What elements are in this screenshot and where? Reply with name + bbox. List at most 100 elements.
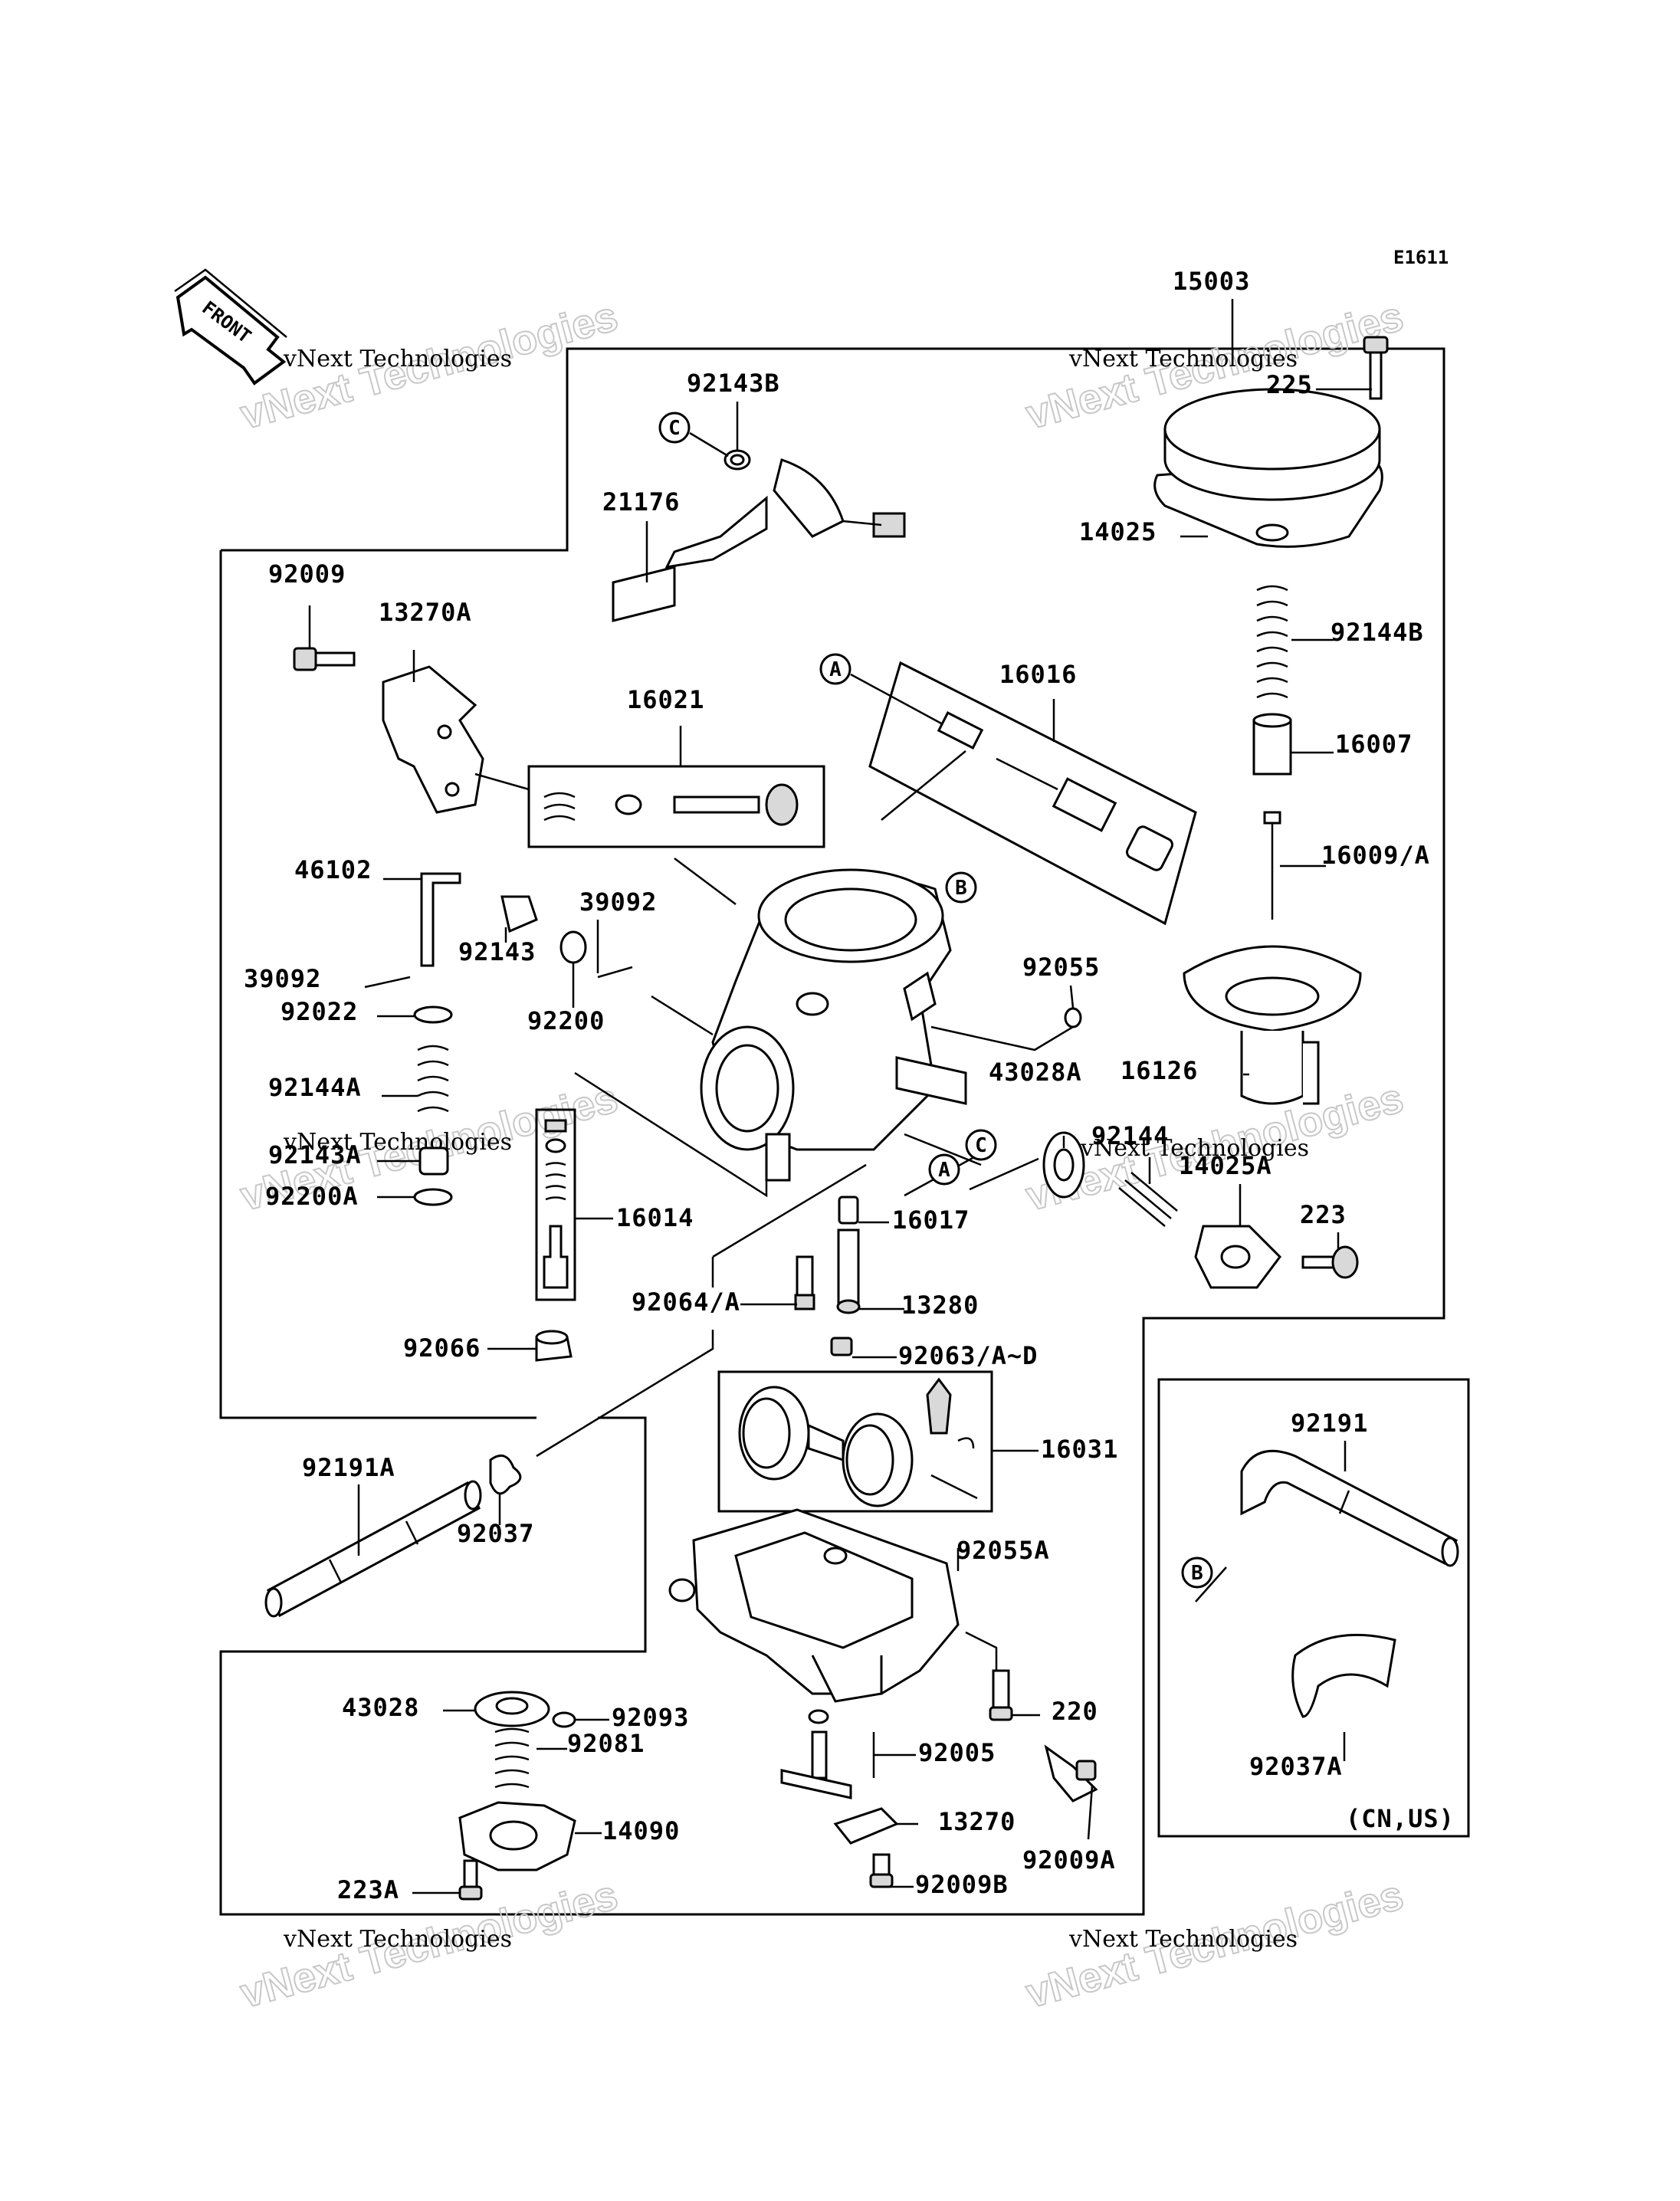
label-223: 223 bbox=[1300, 1200, 1347, 1229]
label-43028a: 43028A bbox=[989, 1058, 1082, 1087]
ref-a-top: A bbox=[819, 653, 943, 726]
label-225: 225 bbox=[1266, 370, 1313, 399]
part-46102-lever bbox=[420, 872, 461, 967]
watermark-top-left: vNext Technologies vNext Technologies bbox=[235, 293, 623, 439]
part-float-bowl bbox=[668, 1508, 960, 1703]
label-92037a: 92037A bbox=[1249, 1752, 1343, 1781]
label-16016: 16016 bbox=[999, 660, 1077, 689]
part-92191-hose bbox=[1240, 1449, 1459, 1567]
part-13270a-bracket bbox=[382, 665, 484, 814]
cn-us-box bbox=[1157, 1378, 1470, 1838]
region-note: (CN,US) bbox=[1346, 1804, 1455, 1833]
ref-c-carb: C bbox=[965, 1129, 997, 1161]
ref-b-box: B bbox=[1181, 1556, 1213, 1589]
part-92064a-screw bbox=[794, 1255, 815, 1310]
svg-text:vNext Technologies: vNext Technologies bbox=[1080, 1135, 1309, 1162]
label-92066: 92066 bbox=[403, 1333, 481, 1363]
label-92143: 92143 bbox=[458, 937, 536, 966]
label-92037: 92037 bbox=[457, 1519, 534, 1548]
svg-text:B: B bbox=[1191, 1562, 1203, 1585]
label-92200: 92200 bbox=[527, 1006, 605, 1035]
front-arrow-icon: FRONT bbox=[174, 268, 287, 385]
part-92081-spring bbox=[494, 1727, 530, 1789]
part-16021-assembly bbox=[527, 765, 825, 848]
part-16017-jet bbox=[838, 1196, 859, 1225]
svg-text:vNext Technologies: vNext Technologies bbox=[283, 1129, 512, 1156]
svg-text:A: A bbox=[938, 1159, 950, 1182]
label-15003: 15003 bbox=[1173, 267, 1250, 296]
label-92063ad: 92063/A~D bbox=[898, 1341, 1038, 1370]
part-92022-washer bbox=[413, 1005, 453, 1024]
label-92093: 92093 bbox=[612, 1703, 689, 1732]
part-carburetor-body bbox=[700, 868, 967, 1182]
part-220-screw bbox=[989, 1669, 1013, 1721]
label-92009: 92009 bbox=[268, 559, 346, 589]
part-92191a-hose bbox=[264, 1480, 482, 1618]
part-16016-assembly bbox=[868, 661, 1197, 926]
label-16031: 16031 bbox=[1041, 1435, 1118, 1464]
label-92005: 92005 bbox=[918, 1738, 996, 1767]
label-92144a: 92144A bbox=[268, 1073, 362, 1102]
svg-text:A: A bbox=[829, 658, 842, 681]
part-92200a-washer bbox=[413, 1188, 453, 1206]
watermark-bottom-right: vNext Technologies vNext Technologies bbox=[1021, 1871, 1409, 2018]
part-92144a-spring bbox=[417, 1045, 449, 1113]
svg-text:vNext Technologies: vNext Technologies bbox=[1068, 346, 1298, 372]
part-39092-pin-right bbox=[597, 966, 633, 979]
label-16007: 16007 bbox=[1335, 730, 1413, 759]
part-13270-clip bbox=[833, 1807, 899, 1845]
part-92093-oring bbox=[552, 1711, 576, 1728]
part-16126-piston bbox=[1183, 945, 1362, 1105]
label-46102: 46102 bbox=[294, 855, 372, 884]
part-39092-pin-left bbox=[375, 976, 411, 986]
label-16014: 16014 bbox=[616, 1203, 694, 1232]
part-43028a-diaphragm bbox=[1042, 1131, 1085, 1199]
part-92005-fitting bbox=[780, 1709, 852, 1799]
part-92037-clip bbox=[489, 1454, 522, 1495]
label-92009b: 92009B bbox=[915, 1870, 1009, 1899]
part-43028-diaphragm bbox=[474, 1691, 550, 1727]
part-92144b-spring bbox=[1256, 585, 1288, 699]
part-14025-top-cover bbox=[1153, 388, 1383, 548]
label-39092-left: 39092 bbox=[244, 964, 321, 993]
label-92191: 92191 bbox=[1291, 1409, 1368, 1438]
part-92009b-screw bbox=[869, 1853, 894, 1888]
label-39092-right: 39092 bbox=[579, 887, 657, 917]
part-225-screw bbox=[1363, 336, 1389, 400]
part-16009a-needle bbox=[1263, 811, 1281, 920]
diagram-code: E1611 bbox=[1393, 247, 1449, 268]
part-92055-oring bbox=[1064, 1007, 1082, 1028]
label-220: 220 bbox=[1052, 1697, 1098, 1726]
label-92143a: 92143A bbox=[268, 1140, 362, 1169]
svg-text:vNext Technologies: vNext Technologies bbox=[283, 346, 512, 372]
label-92191a: 92191A bbox=[302, 1453, 395, 1482]
part-92037a-clip bbox=[1291, 1633, 1396, 1718]
part-92063-plug bbox=[830, 1337, 853, 1356]
label-13280: 13280 bbox=[901, 1291, 979, 1320]
main-frame bbox=[219, 347, 1445, 1916]
part-92200-washer bbox=[559, 930, 587, 964]
part-labels: 15003 225 14025 92143B 21176 92009 13270… bbox=[244, 267, 1429, 1904]
ref-c-top: C bbox=[658, 412, 729, 458]
label-16017: 16017 bbox=[892, 1205, 970, 1235]
part-223a-screw bbox=[458, 1859, 483, 1901]
part-92144-spring bbox=[1118, 1172, 1178, 1227]
label-92055: 92055 bbox=[1022, 953, 1100, 982]
svg-text:C: C bbox=[975, 1134, 987, 1157]
label-92144: 92144 bbox=[1091, 1121, 1169, 1150]
leader-lines bbox=[308, 299, 1372, 1894]
part-92066-cap bbox=[535, 1330, 573, 1362]
ref-a-carb: A bbox=[928, 1153, 960, 1186]
label-92144b: 92144B bbox=[1331, 618, 1424, 647]
label-92143b: 92143B bbox=[687, 369, 780, 398]
part-92009-screw bbox=[293, 647, 356, 671]
label-92055a: 92055A bbox=[956, 1536, 1050, 1565]
svg-text:C: C bbox=[668, 417, 681, 440]
label-14025a: 14025A bbox=[1179, 1151, 1272, 1180]
part-13280-jet bbox=[836, 1228, 861, 1314]
label-92064a: 92064/A bbox=[632, 1287, 740, 1317]
label-21176: 21176 bbox=[602, 487, 680, 517]
label-13270: 13270 bbox=[938, 1807, 1016, 1836]
svg-text:B: B bbox=[955, 877, 967, 900]
label-14025: 14025 bbox=[1079, 517, 1157, 546]
